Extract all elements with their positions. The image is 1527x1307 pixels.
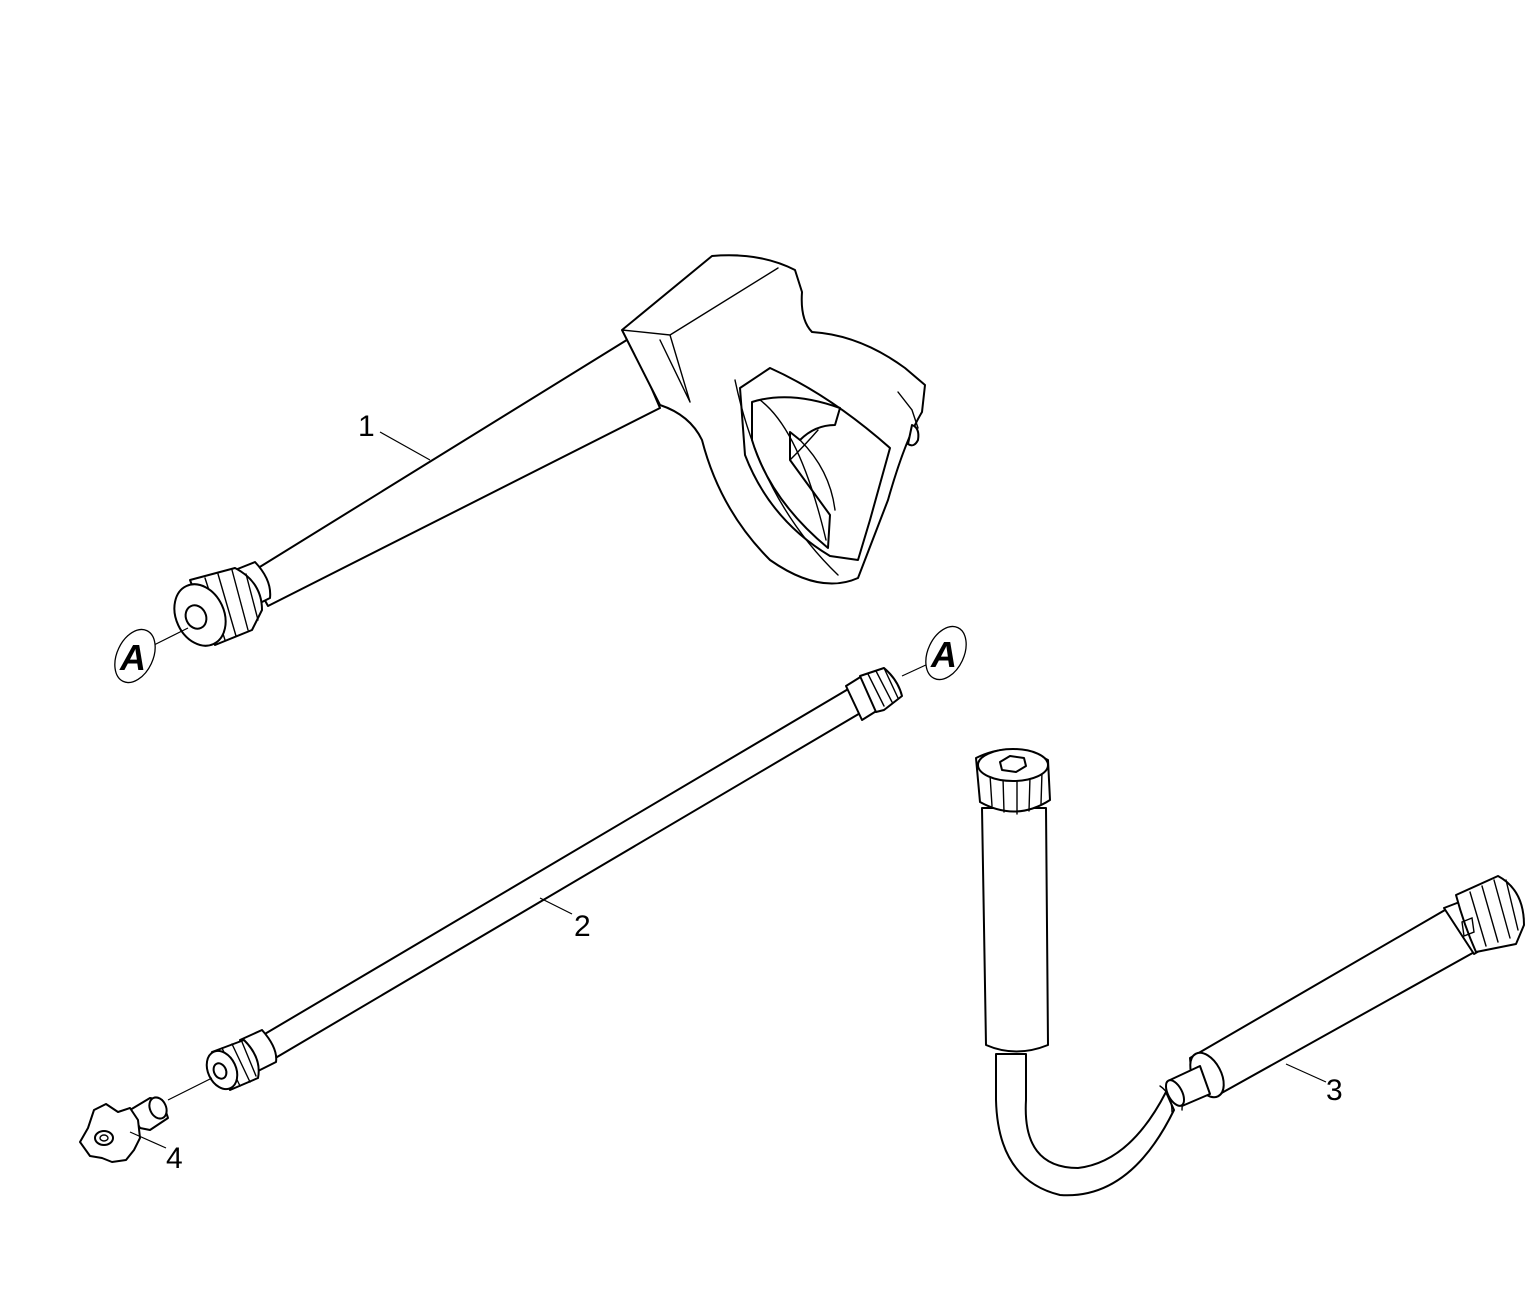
trigger-gun[interactable] bbox=[165, 254, 926, 654]
hose-bend bbox=[995, 1053, 1175, 1197]
nozzle-assembly-line bbox=[167, 1077, 213, 1101]
hose-lower-clip bbox=[1461, 917, 1475, 937]
gun-outlet-bore bbox=[184, 604, 208, 630]
marker-lance-leader bbox=[901, 663, 929, 677]
callout-2-leader bbox=[539, 897, 573, 915]
lance-rear-thread-lines bbox=[867, 667, 899, 707]
nozzle-stem-tip bbox=[148, 1096, 168, 1120]
lance-front-hex bbox=[239, 1029, 278, 1073]
nozzle-orifice bbox=[94, 1130, 114, 1146]
gun-handle-ridge bbox=[621, 267, 779, 403]
callout-3: 3 bbox=[1326, 1074, 1343, 1107]
gun-rear-knob bbox=[907, 424, 920, 447]
marker-gun-letter: A bbox=[119, 637, 146, 678]
connection-marker-lance: A bbox=[901, 625, 967, 681]
hose-upper-sleeve bbox=[981, 807, 1049, 1053]
high-pressure-hose[interactable] bbox=[975, 748, 1525, 1197]
marker-lance-letter: A bbox=[930, 634, 957, 675]
nozzle-orifice-inner bbox=[99, 1134, 109, 1142]
hose-lower-nut-knurl bbox=[1469, 879, 1519, 947]
callout-1-leader bbox=[379, 431, 431, 461]
callout-2: 2 bbox=[574, 910, 591, 943]
callout-3-leader bbox=[1285, 1063, 1327, 1083]
hose-lower-stub-end bbox=[1164, 1079, 1186, 1107]
hose-lower-sleeve bbox=[1189, 909, 1479, 1096]
lance-tube bbox=[257, 687, 863, 1061]
callout-1: 1 bbox=[358, 410, 375, 443]
spray-lance[interactable] bbox=[201, 667, 903, 1094]
marker-lance-circle bbox=[925, 625, 967, 681]
marker-gun-leader bbox=[151, 627, 189, 647]
callout-4: 4 bbox=[166, 1142, 183, 1175]
gun-trigger-detail bbox=[759, 399, 836, 541]
callout-4-leader bbox=[129, 1131, 167, 1149]
lance-coupler-bore bbox=[212, 1062, 228, 1080]
gun-barrel bbox=[249, 337, 661, 607]
hose-upper-hex-bore bbox=[999, 755, 1027, 773]
gun-handle-inner bbox=[734, 379, 919, 576]
hose-upper-nut-knurl bbox=[989, 771, 1043, 815]
connection-marker-gun: A bbox=[114, 627, 189, 684]
spray-nozzle[interactable] bbox=[79, 1095, 170, 1163]
marker-gun-circle bbox=[114, 628, 156, 684]
